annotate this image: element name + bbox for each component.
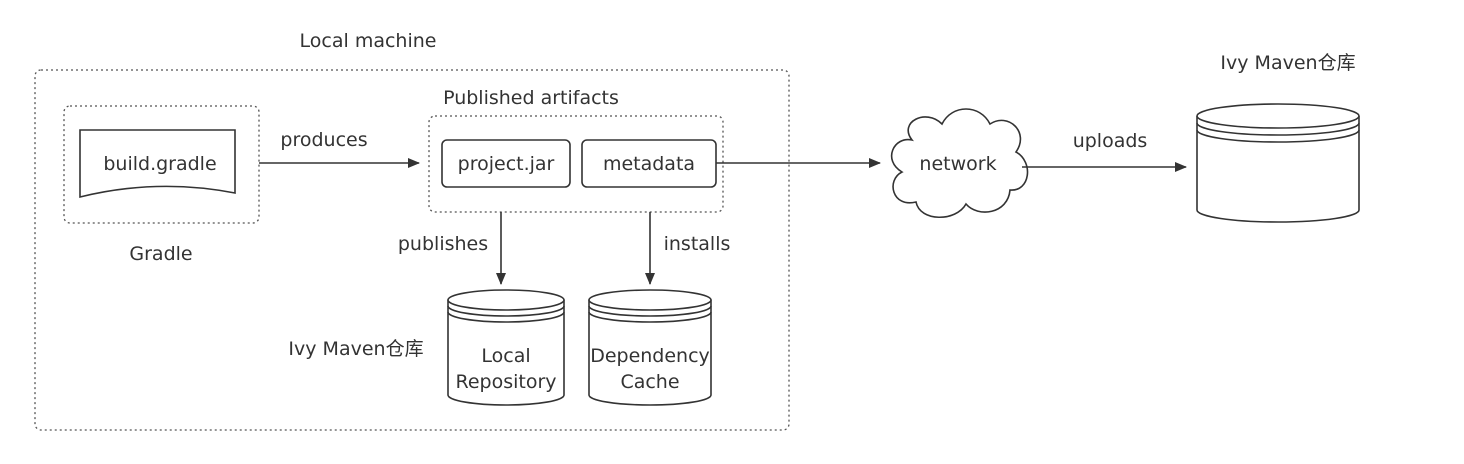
build-gradle-label: build.gradle — [103, 153, 216, 175]
local-repository-cylinder — [447, 289, 565, 406]
uploads-label: uploads — [1073, 130, 1148, 152]
project-jar-box — [441, 139, 571, 188]
local-repository-label-line2: Repository — [455, 371, 556, 393]
metadata-label: metadata — [603, 153, 695, 175]
installs-label: installs — [664, 233, 731, 255]
remote-repository-cylinder — [1196, 103, 1360, 223]
build-gradle-document-shape — [79, 129, 236, 199]
local-repository-label-line1: Local — [481, 345, 530, 367]
produces-label: produces — [280, 129, 367, 151]
ivy-maven-local-label: Ivy Maven仓库 — [288, 338, 423, 360]
gradle-group-boundary — [63, 105, 260, 224]
dependency-cache-label-line1: Dependency — [590, 345, 710, 367]
network-cloud-shape — [890, 108, 1029, 218]
local-machine-label: Local machine — [300, 30, 437, 52]
publishes-label: publishes — [398, 233, 488, 255]
published-artifacts-boundary — [428, 115, 724, 213]
ivy-maven-remote-label: Ivy Maven仓库 — [1220, 52, 1355, 74]
dependency-cache-label-line2: Cache — [620, 371, 679, 393]
gradle-label: Gradle — [129, 243, 192, 265]
project-jar-label: project.jar — [458, 153, 555, 175]
local-machine-boundary — [34, 69, 790, 431]
published-artifacts-label: Published artifacts — [443, 87, 619, 109]
network-label: network — [919, 153, 996, 175]
dependency-cache-cylinder — [588, 289, 712, 406]
